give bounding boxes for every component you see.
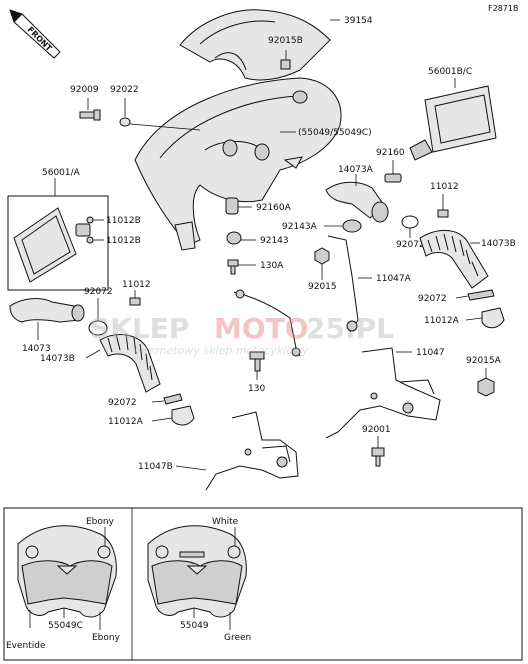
cap-11012A-left: [171, 405, 195, 426]
clamp-92072-right: [401, 215, 419, 229]
collar-92143: [226, 231, 242, 245]
callout-14073B-right: 14073B: [481, 239, 516, 249]
watermark-brand-c: 25.PL: [306, 312, 394, 345]
bolt-130: [249, 351, 265, 372]
nut-92015A: [477, 377, 495, 397]
mirror-left-box: [7, 195, 109, 291]
screw-92009: [79, 109, 101, 121]
stay-11047: [325, 347, 441, 439]
watermark-tagline: internetowy sklep motocyklowy: [134, 344, 309, 357]
callout-92160: 92160: [376, 148, 405, 158]
callout-92143A: 92143A: [282, 222, 318, 232]
upper-cowling: [134, 77, 342, 251]
callout-14073: 14073: [22, 344, 51, 354]
callout-39154: 39154: [344, 16, 373, 26]
callout-92072-left: 92072: [84, 287, 113, 297]
callout-11012A-right: 11012A: [424, 316, 460, 326]
callout-130A: 130A: [260, 261, 284, 271]
variant-left-bottom-left: Eventide: [6, 641, 46, 651]
callout-92001: 92001: [362, 425, 391, 435]
callout-11012-left: 11012: [122, 280, 151, 290]
variant-right-cowling: [147, 525, 247, 618]
variant-left-cowling: [17, 525, 117, 618]
watermark: SKLEP MOTO 25.PL internetowy sklep motoc…: [90, 312, 394, 357]
callout-92022: 92022: [110, 85, 139, 95]
color-variant-box: [3, 507, 523, 661]
clip-11012-right: [437, 209, 449, 218]
windshield: [179, 9, 331, 81]
clamp-92072-right-2: [467, 289, 495, 301]
callout-55049: (55049/55049C): [298, 128, 372, 138]
stay-11047B: [205, 411, 299, 491]
variant-left-bottom-mid: 55049C: [48, 621, 83, 631]
front-arrow: FRONT: [9, 9, 61, 59]
callout-92072-right: 92072: [396, 240, 425, 250]
variant-right-bottom-right: Green: [224, 633, 251, 643]
callout-14073B-left: 14073B: [40, 354, 75, 364]
figure-code: F2871B: [488, 4, 518, 13]
bolt-92001: [371, 447, 385, 467]
callout-92015B: 92015B: [268, 36, 303, 46]
callout-11012A-left-text: 11012A: [108, 417, 144, 427]
grommet-92160A: [225, 197, 239, 215]
cap-11012A-right: [481, 307, 505, 329]
front-label: FRONT: [26, 25, 54, 53]
callout-92160A: 92160A: [256, 203, 292, 213]
callout-92009: 92009: [70, 85, 99, 95]
watermark-brand-a: SKLEP: [90, 312, 189, 345]
collar-92143A: [342, 219, 362, 233]
variant-right-top-right: White: [212, 517, 239, 527]
nut-92015B: [280, 59, 291, 70]
callout-11012B-2: 11012B: [106, 236, 141, 246]
hose-14073B-left: [99, 333, 161, 393]
nut-92015: [314, 247, 330, 265]
callout-92072-right-2: 92072: [418, 294, 447, 304]
callout-130: 130: [248, 384, 265, 394]
duct-14073A: [325, 181, 389, 223]
variant-left-bottom-right: Ebony: [92, 633, 121, 643]
washer-92022: [119, 117, 131, 127]
watermark-brand-b: MOTO: [214, 312, 309, 345]
clamp-92072-left-2: [163, 393, 183, 405]
duct-14073: [9, 298, 85, 323]
callout-11047: 11047: [416, 348, 445, 358]
bolt-130A: [227, 259, 239, 275]
grommet-92160: [384, 173, 402, 183]
callout-92072-left-2: 92072: [108, 398, 137, 408]
variant-left-top-right: Ebony: [86, 517, 115, 527]
stay-11047A: [233, 235, 359, 357]
callout-11047B: 11047B: [138, 462, 173, 472]
callout-92015A: 92015A: [466, 356, 502, 366]
callout-92015: 92015: [308, 282, 337, 292]
callout-11047A: 11047A: [376, 274, 412, 284]
variant-right-bottom-mid: 55049: [180, 621, 209, 631]
callout-56001A: 56001/A: [42, 168, 81, 178]
callout-92143: 92143: [260, 236, 289, 246]
hose-14073B-right: [419, 229, 489, 289]
callout-14073A: 14073A: [338, 165, 374, 175]
callout-11012B-1: 11012B: [106, 216, 141, 226]
clip-11012-left: [129, 297, 141, 306]
callout-56001BC: 56001B/C: [428, 67, 472, 77]
mirror-right: [409, 85, 497, 161]
callout-11012-right: 11012: [430, 182, 459, 192]
